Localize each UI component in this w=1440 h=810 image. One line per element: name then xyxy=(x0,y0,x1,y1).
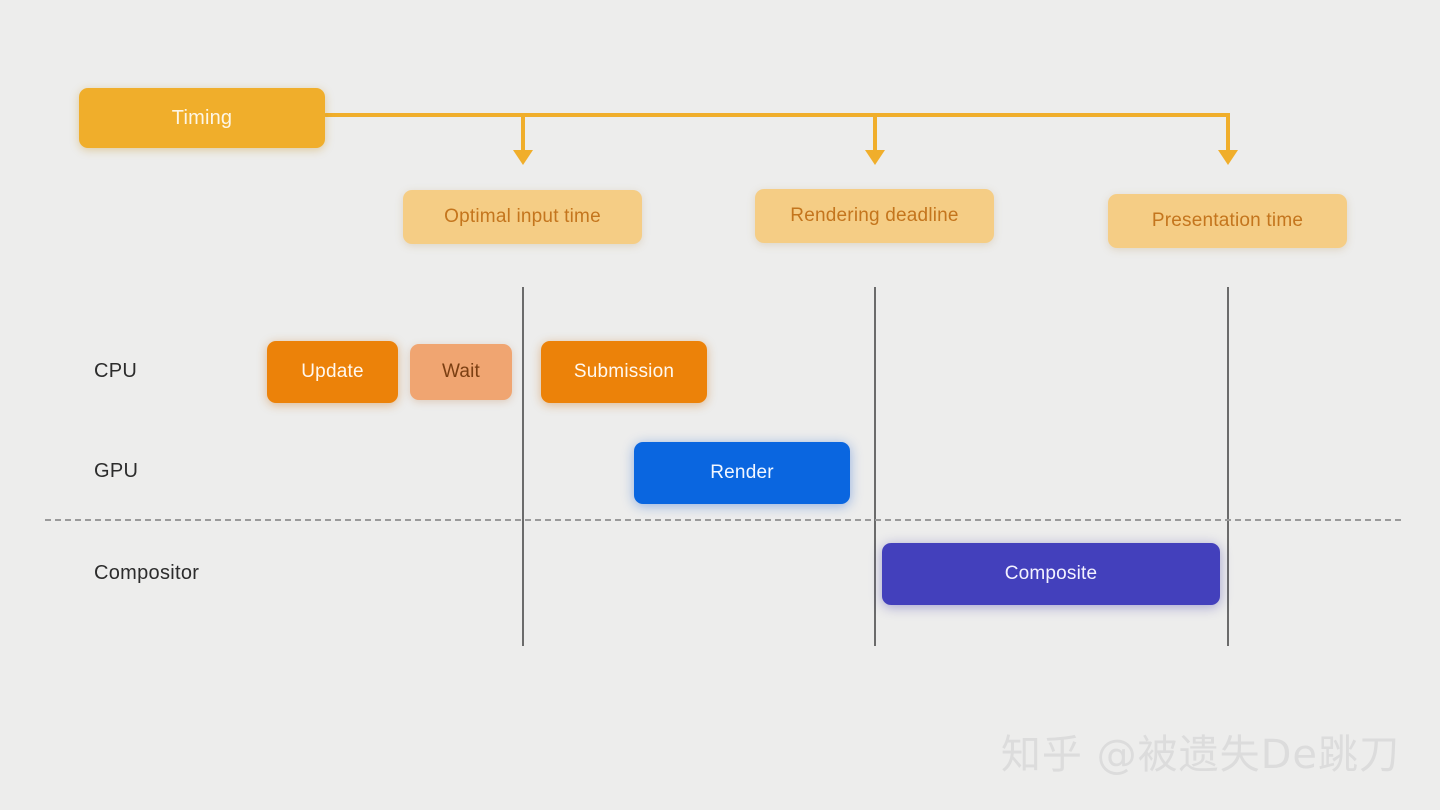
task-bar-submission: Submission xyxy=(541,341,707,403)
arrow-head-rendering-deadline xyxy=(865,150,885,165)
lane-label-compositor: Compositor xyxy=(94,562,200,584)
task-bar-update: Update xyxy=(267,341,398,403)
lane-dashed-separator xyxy=(45,519,1401,521)
task-bar-wait: Wait xyxy=(410,344,512,400)
lane-label-gpu: GPU xyxy=(94,460,139,482)
guide-line-presentation-time xyxy=(1227,287,1229,646)
guide-line-optimal-input-time xyxy=(522,287,524,646)
lane-label-cpu: CPU xyxy=(94,360,138,382)
connector-vertical-line-3 xyxy=(1226,113,1230,151)
guide-line-rendering-deadline xyxy=(874,287,876,646)
milestone-presentation-time: Presentation time xyxy=(1108,194,1347,248)
arrow-head-optimal-input-time xyxy=(513,150,533,165)
task-bar-composite: Composite xyxy=(882,543,1220,605)
task-bar-render: Render xyxy=(634,442,850,504)
timing-root-node: Timing xyxy=(79,88,325,148)
connector-horizontal-line xyxy=(324,113,1230,117)
milestone-optimal-input-time: Optimal input time xyxy=(403,190,642,244)
connector-vertical-line-1 xyxy=(521,113,525,151)
connector-vertical-line-2 xyxy=(873,113,877,151)
arrow-head-presentation-time xyxy=(1218,150,1238,165)
watermark-text: 知乎 @被遗失De跳刀 xyxy=(1000,732,1400,778)
milestone-rendering-deadline: Rendering deadline xyxy=(755,189,994,243)
